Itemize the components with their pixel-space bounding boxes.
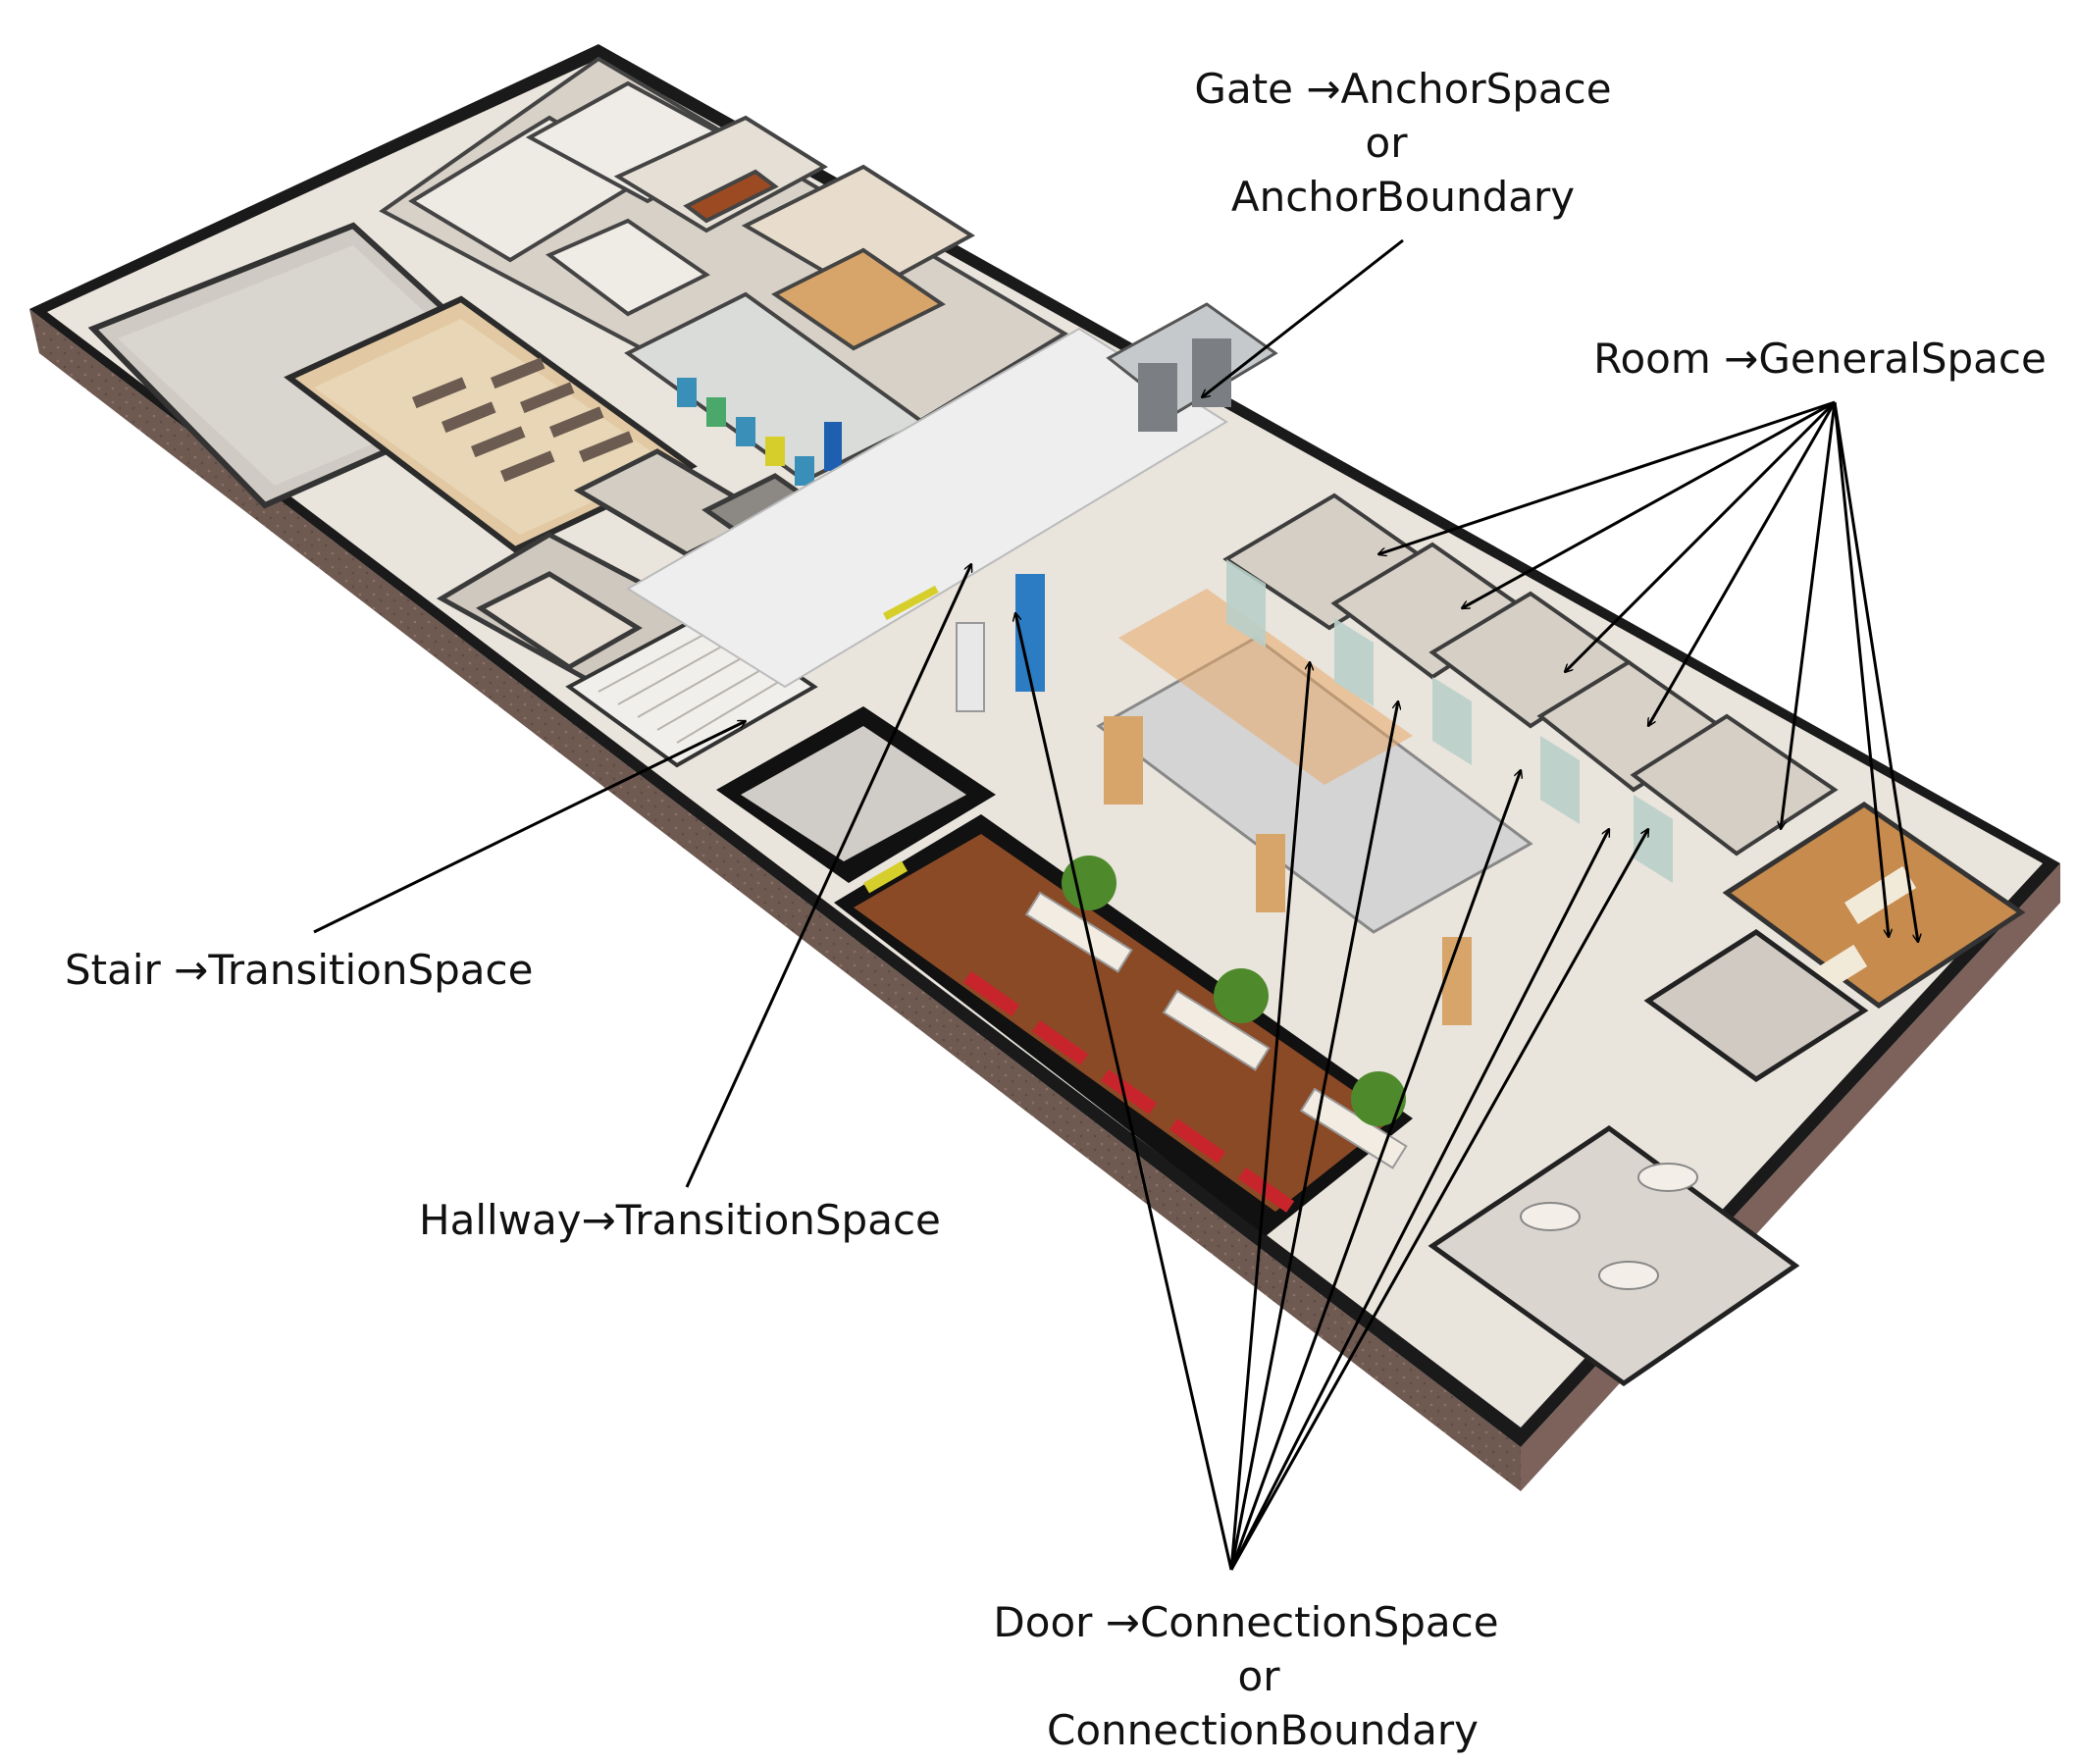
room-label: Room →GeneralSpace xyxy=(1593,335,2047,383)
door-label-line2: or xyxy=(1238,1652,1281,1700)
door-label-line3: ConnectionBoundary xyxy=(1047,1706,1479,1754)
gate-arrow xyxy=(1202,238,1404,397)
hallway-label: Hallway→TransitionSpace xyxy=(419,1196,941,1244)
stair-arrow xyxy=(313,719,746,934)
labels: Gate →AnchorSpace or AnchorBoundary Room… xyxy=(65,65,2047,1754)
gate-label-line2: or xyxy=(1366,119,1409,167)
back-offices xyxy=(379,56,1068,464)
gate-label-line1: Gate →AnchorSpace xyxy=(1194,65,1611,113)
hallway-model xyxy=(626,327,1228,689)
gate-label-line3: AnchorBoundary xyxy=(1231,173,1575,221)
lower-right-offices xyxy=(1428,928,1869,1387)
elevator-shaft xyxy=(716,706,996,883)
stair-label: Stair →TransitionSpace xyxy=(65,946,533,994)
door-arrows xyxy=(1015,613,1650,1571)
building-model xyxy=(29,44,2060,1491)
door-label-line1: Door →ConnectionSpace xyxy=(993,1598,1498,1646)
central-workstations xyxy=(1096,589,1533,1025)
hallway-arrow xyxy=(685,564,971,1188)
gate-model xyxy=(1106,302,1278,432)
room-arrows xyxy=(1378,400,1918,942)
right-offices xyxy=(1222,493,1839,883)
annotation-arrows xyxy=(313,238,1918,1571)
